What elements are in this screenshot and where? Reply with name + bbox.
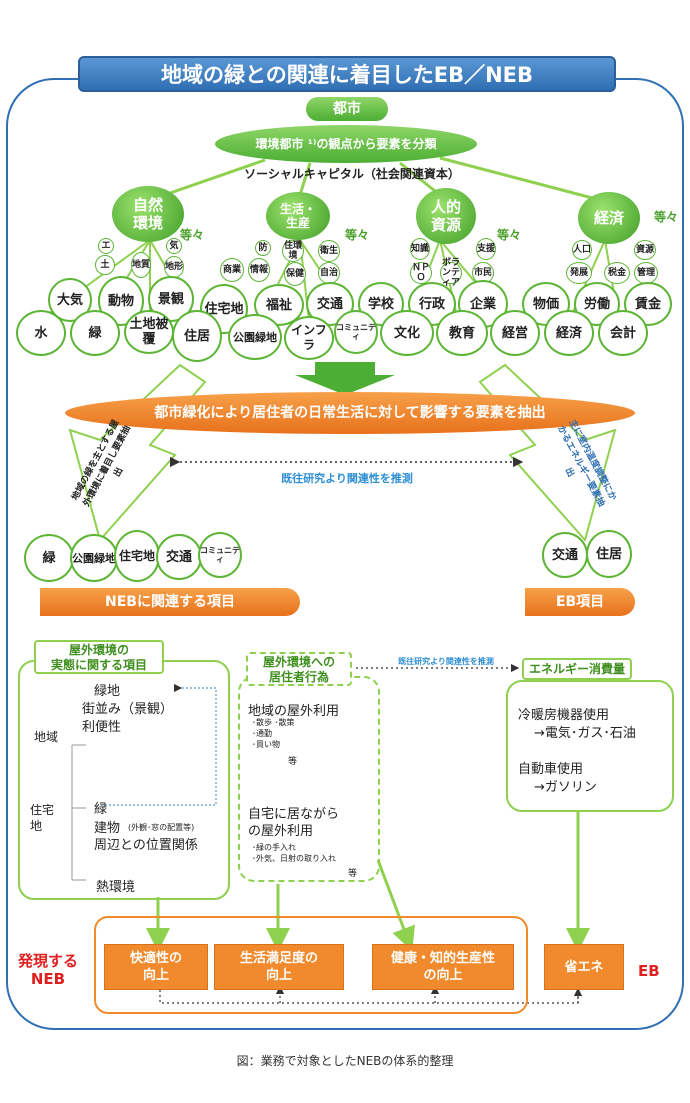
element-circle: 土 (95, 255, 115, 275)
element-circle: 支援 (476, 238, 496, 260)
category-life-production: 生活・ 生産 (266, 192, 330, 240)
behavior-home-title: 自宅に居ながら の屋外利用 (248, 807, 340, 839)
env-item-building: 建物 (94, 821, 121, 836)
element-circle: ＮＰＯ (410, 262, 432, 284)
etc-label: 等々 (180, 228, 205, 242)
energy-item-ac: 冷暖房機器使用 (518, 708, 610, 723)
energy-label: エネルギー消費量 (522, 658, 632, 680)
neb-item-circle: 公園緑地 (70, 534, 118, 582)
behavior-area-title: 地域の屋外利用 (248, 704, 340, 719)
element-circle: 知識 (410, 238, 430, 260)
env-item-thermal: 熱環境 (96, 880, 136, 895)
element-circle: 経済 (544, 310, 594, 356)
env-item-building-note: (外観･窓の配置等) (128, 823, 195, 832)
element-circle: 商業 (220, 258, 244, 282)
element-circle: 税金 (604, 262, 630, 284)
outdoor-env-box (18, 660, 230, 900)
element-circle: 土地被覆 (124, 310, 174, 354)
eb-item-circle: 住居 (586, 530, 632, 578)
city-node: 都市 (306, 97, 388, 121)
classify-node: 環境都市 ¹⁾の観点から要素を分類 (215, 125, 477, 163)
element-circle: 住居 (172, 310, 222, 362)
element-circle: インフラ (284, 316, 334, 360)
etc-label: 等々 (497, 228, 522, 242)
diagram-title: 地域の緑との関連に着目したEB／NEB (78, 56, 616, 92)
extract-bar: 都市緑化により居住者の日常生活に対して影響する要素を抽出 (65, 392, 635, 434)
behavior-home-etc: 等 (348, 869, 358, 879)
category-natural-env: 自然 環境 (112, 186, 184, 242)
estimate-label: 既往研究より関連性を推測 (281, 472, 413, 485)
element-circle: 防 (255, 240, 271, 256)
figure-caption: 図：業務で対象としたNEBの体系的整理 (236, 1054, 454, 1068)
result-energy-saving: 省エネ (544, 944, 624, 990)
element-circle: 発展 (566, 262, 592, 284)
element-circle: エ (98, 238, 114, 254)
element-circle: 管理 (634, 262, 658, 284)
element-circle: 住環境 (282, 240, 304, 262)
eb-item-circle: 交通 (542, 532, 588, 578)
neb-item-circle: 緑 (24, 534, 74, 582)
element-circle: 経営 (490, 310, 540, 356)
energy-box (506, 680, 674, 812)
element-circle: 水 (16, 310, 66, 356)
env-item-greenland: 緑地 (94, 684, 121, 699)
eb-label: EB (638, 962, 660, 980)
neb-results-box (94, 916, 528, 1014)
element-circle: 情報 (248, 258, 270, 282)
element-circle: 保健 (284, 262, 306, 286)
element-circle: 自治 (318, 262, 340, 284)
energy-item-ac-sources: →電気･ガス･石油 (534, 726, 636, 741)
neb-label: 発現する NEB (17, 952, 78, 988)
env-item-convenience: 利便性 (82, 720, 122, 735)
element-circle: 地質 (131, 252, 151, 278)
element-circle: 衛生 (318, 240, 340, 262)
neb-item-circle: 住宅地 (114, 530, 160, 582)
element-circle: 文化 (380, 310, 434, 356)
neb-items-bar: NEBに関連する項目 (40, 588, 300, 616)
category-human-resources: 人的 資源 (416, 188, 476, 244)
behavior-label: 屋外環境への 居住者行為 (246, 652, 352, 686)
element-circle: 地形 (164, 256, 184, 278)
env-item-green: 緑 (94, 802, 108, 817)
element-circle: 会計 (598, 310, 648, 356)
social-capital-label: ソーシャルキャピタル（社会関連資本） (244, 167, 460, 181)
result-comfort: 快適性の 向上 (104, 944, 208, 990)
category-economy: 経済 (578, 192, 640, 244)
element-circle: ボランティア (440, 258, 462, 288)
element-circle: 資源 (634, 240, 656, 260)
region-label: 地域 (34, 730, 59, 744)
etc-label: 等々 (345, 228, 370, 242)
env-item-position: 周辺との位置関係 (94, 838, 198, 853)
energy-item-car-sources: →ガソリン (534, 780, 597, 795)
element-circle: コミュニティ (334, 310, 378, 354)
neb-item-circle: コミュニティ (198, 532, 242, 578)
env-item-townscape: 街並み（景観） (82, 702, 174, 717)
eb-items-bar: EB項目 (525, 588, 635, 616)
element-circle: 緑 (70, 310, 120, 356)
result-health: 健康・知的生産性 の向上 (372, 944, 514, 990)
element-circle: 公園緑地 (228, 314, 282, 360)
element-circle: 気 (166, 238, 182, 254)
element-circle: 教育 (436, 310, 488, 356)
outdoor-env-label: 屋外環境の 実態に関する項目 (34, 640, 164, 674)
neb-item-circle: 交通 (156, 534, 202, 580)
behavior-home-items: ･緑の手入れ ･外気、日射の取り入れ (252, 843, 336, 863)
behavior-area-etc: 等 (288, 757, 298, 767)
result-satisfaction: 生活満足度の 向上 (214, 944, 344, 990)
etc-label: 等々 (654, 210, 679, 224)
behavior-area-items: ･散歩 ･散策 ･通勤 ･買い物 (252, 718, 295, 749)
estimate-small-label: 既往研究より関連性を推測 (398, 657, 494, 666)
element-circle: 人口 (572, 240, 592, 260)
residential-label: 住宅 地 (30, 803, 55, 833)
energy-item-car: 自動車使用 (518, 762, 584, 777)
